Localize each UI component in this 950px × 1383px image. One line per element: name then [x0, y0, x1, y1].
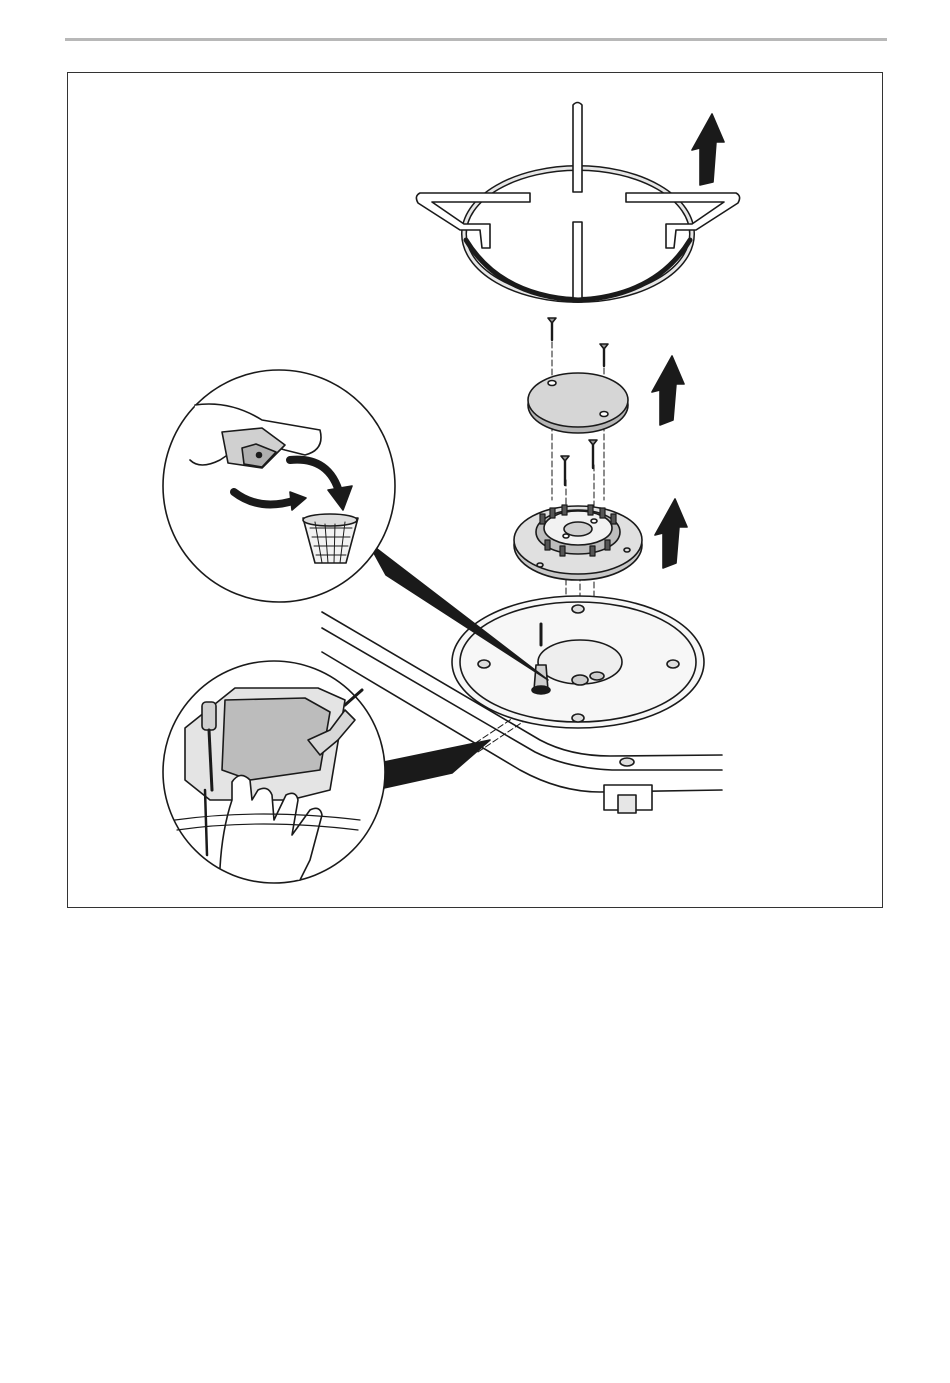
callout-pointer-bottom	[384, 740, 490, 788]
burner-crown	[514, 505, 642, 580]
up-arrow-icon-2	[652, 356, 684, 425]
injector-detail-callout	[163, 370, 395, 602]
up-arrow-icon-3	[655, 499, 687, 568]
up-arrow-icon-1	[692, 114, 724, 185]
screw-top-left	[548, 318, 556, 340]
pan-support	[416, 103, 739, 303]
screw-mid-left	[561, 456, 569, 485]
screw-top-right	[600, 344, 608, 366]
burner-cap	[528, 373, 628, 433]
thermocouple-detail-callout	[163, 661, 385, 883]
screw-mid-right	[589, 440, 597, 468]
